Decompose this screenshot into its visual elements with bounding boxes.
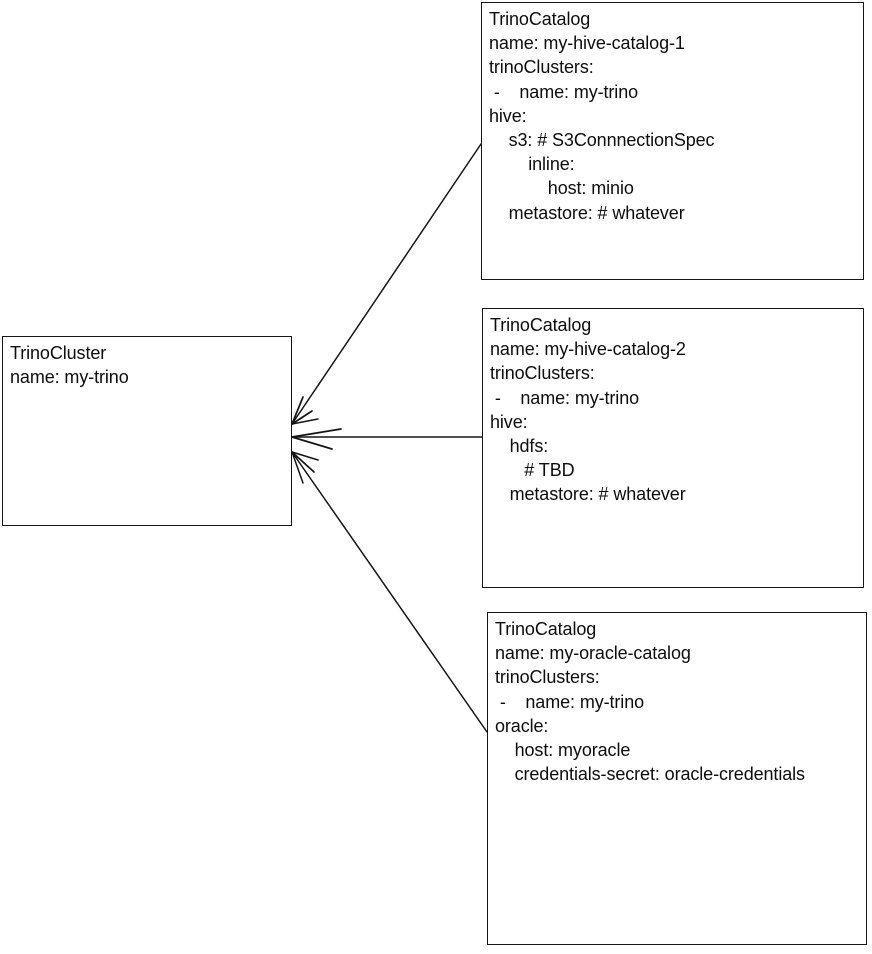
trino-catalog-hive-2-text: TrinoCatalog name: my-hive-catalog-2 tri… (490, 315, 686, 505)
node-trino-catalog-oracle[interactable]: TrinoCatalog name: my-oracle-catalog tri… (487, 612, 867, 945)
node-trino-catalog-hive-1[interactable]: TrinoCatalog name: my-hive-catalog-1 tri… (481, 2, 864, 280)
trino-cluster-text: TrinoCluster name: my-trino (10, 343, 129, 388)
node-trino-cluster[interactable]: TrinoCluster name: my-trino (2, 336, 292, 526)
node-trino-catalog-hive-2[interactable]: TrinoCatalog name: my-hive-catalog-2 tri… (482, 308, 864, 588)
trino-catalog-hive-1-text: TrinoCatalog name: my-hive-catalog-1 tri… (489, 9, 715, 223)
edge-oracle-catalog-to-cluster (291, 451, 488, 733)
edge-hive-catalog-2-to-cluster (291, 428, 483, 450)
edge-hive-catalog-1-to-cluster (291, 143, 482, 425)
trino-catalog-oracle-text: TrinoCatalog name: my-oracle-catalog tri… (495, 619, 805, 785)
